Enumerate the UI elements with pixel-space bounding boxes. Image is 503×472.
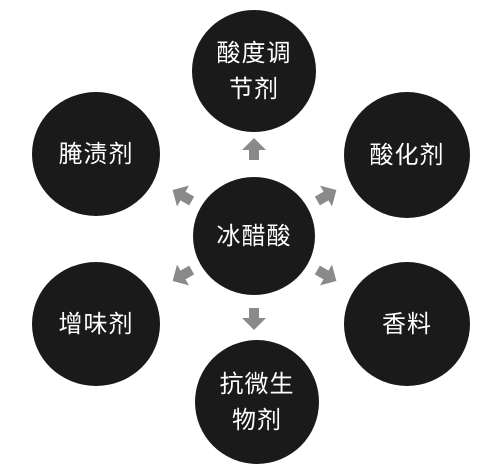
arrow-to-lower-left — [172, 264, 195, 286]
node-bottom-label: 抗微生 物剂 — [219, 370, 295, 434]
arrow-to-bottom — [242, 308, 266, 330]
center-node-label: 冰醋酸 — [216, 222, 292, 250]
node-upper-left: 腌渍剂 — [32, 92, 160, 216]
arrow-to-top — [242, 138, 266, 160]
node-lower-left: 增味剂 — [32, 262, 160, 386]
center-node: 冰醋酸 — [193, 177, 315, 295]
node-upper-left-label: 腌渍剂 — [58, 140, 134, 168]
arrow-to-lower-right — [314, 264, 337, 286]
node-upper-right: 酸化剂 — [344, 92, 470, 218]
node-lower-right-label: 香料 — [382, 310, 432, 338]
node-top-label: 酸度调 节剂 — [216, 39, 292, 103]
node-upper-right-label: 酸化剂 — [369, 141, 445, 169]
node-lower-right: 香料 — [344, 262, 470, 386]
arrow-to-upper-right — [314, 185, 337, 207]
node-lower-left-label: 增味剂 — [58, 310, 134, 338]
node-top: 酸度调 节剂 — [192, 10, 316, 132]
arrow-to-upper-left — [172, 185, 195, 207]
node-bottom: 抗微生 物剂 — [195, 340, 319, 464]
